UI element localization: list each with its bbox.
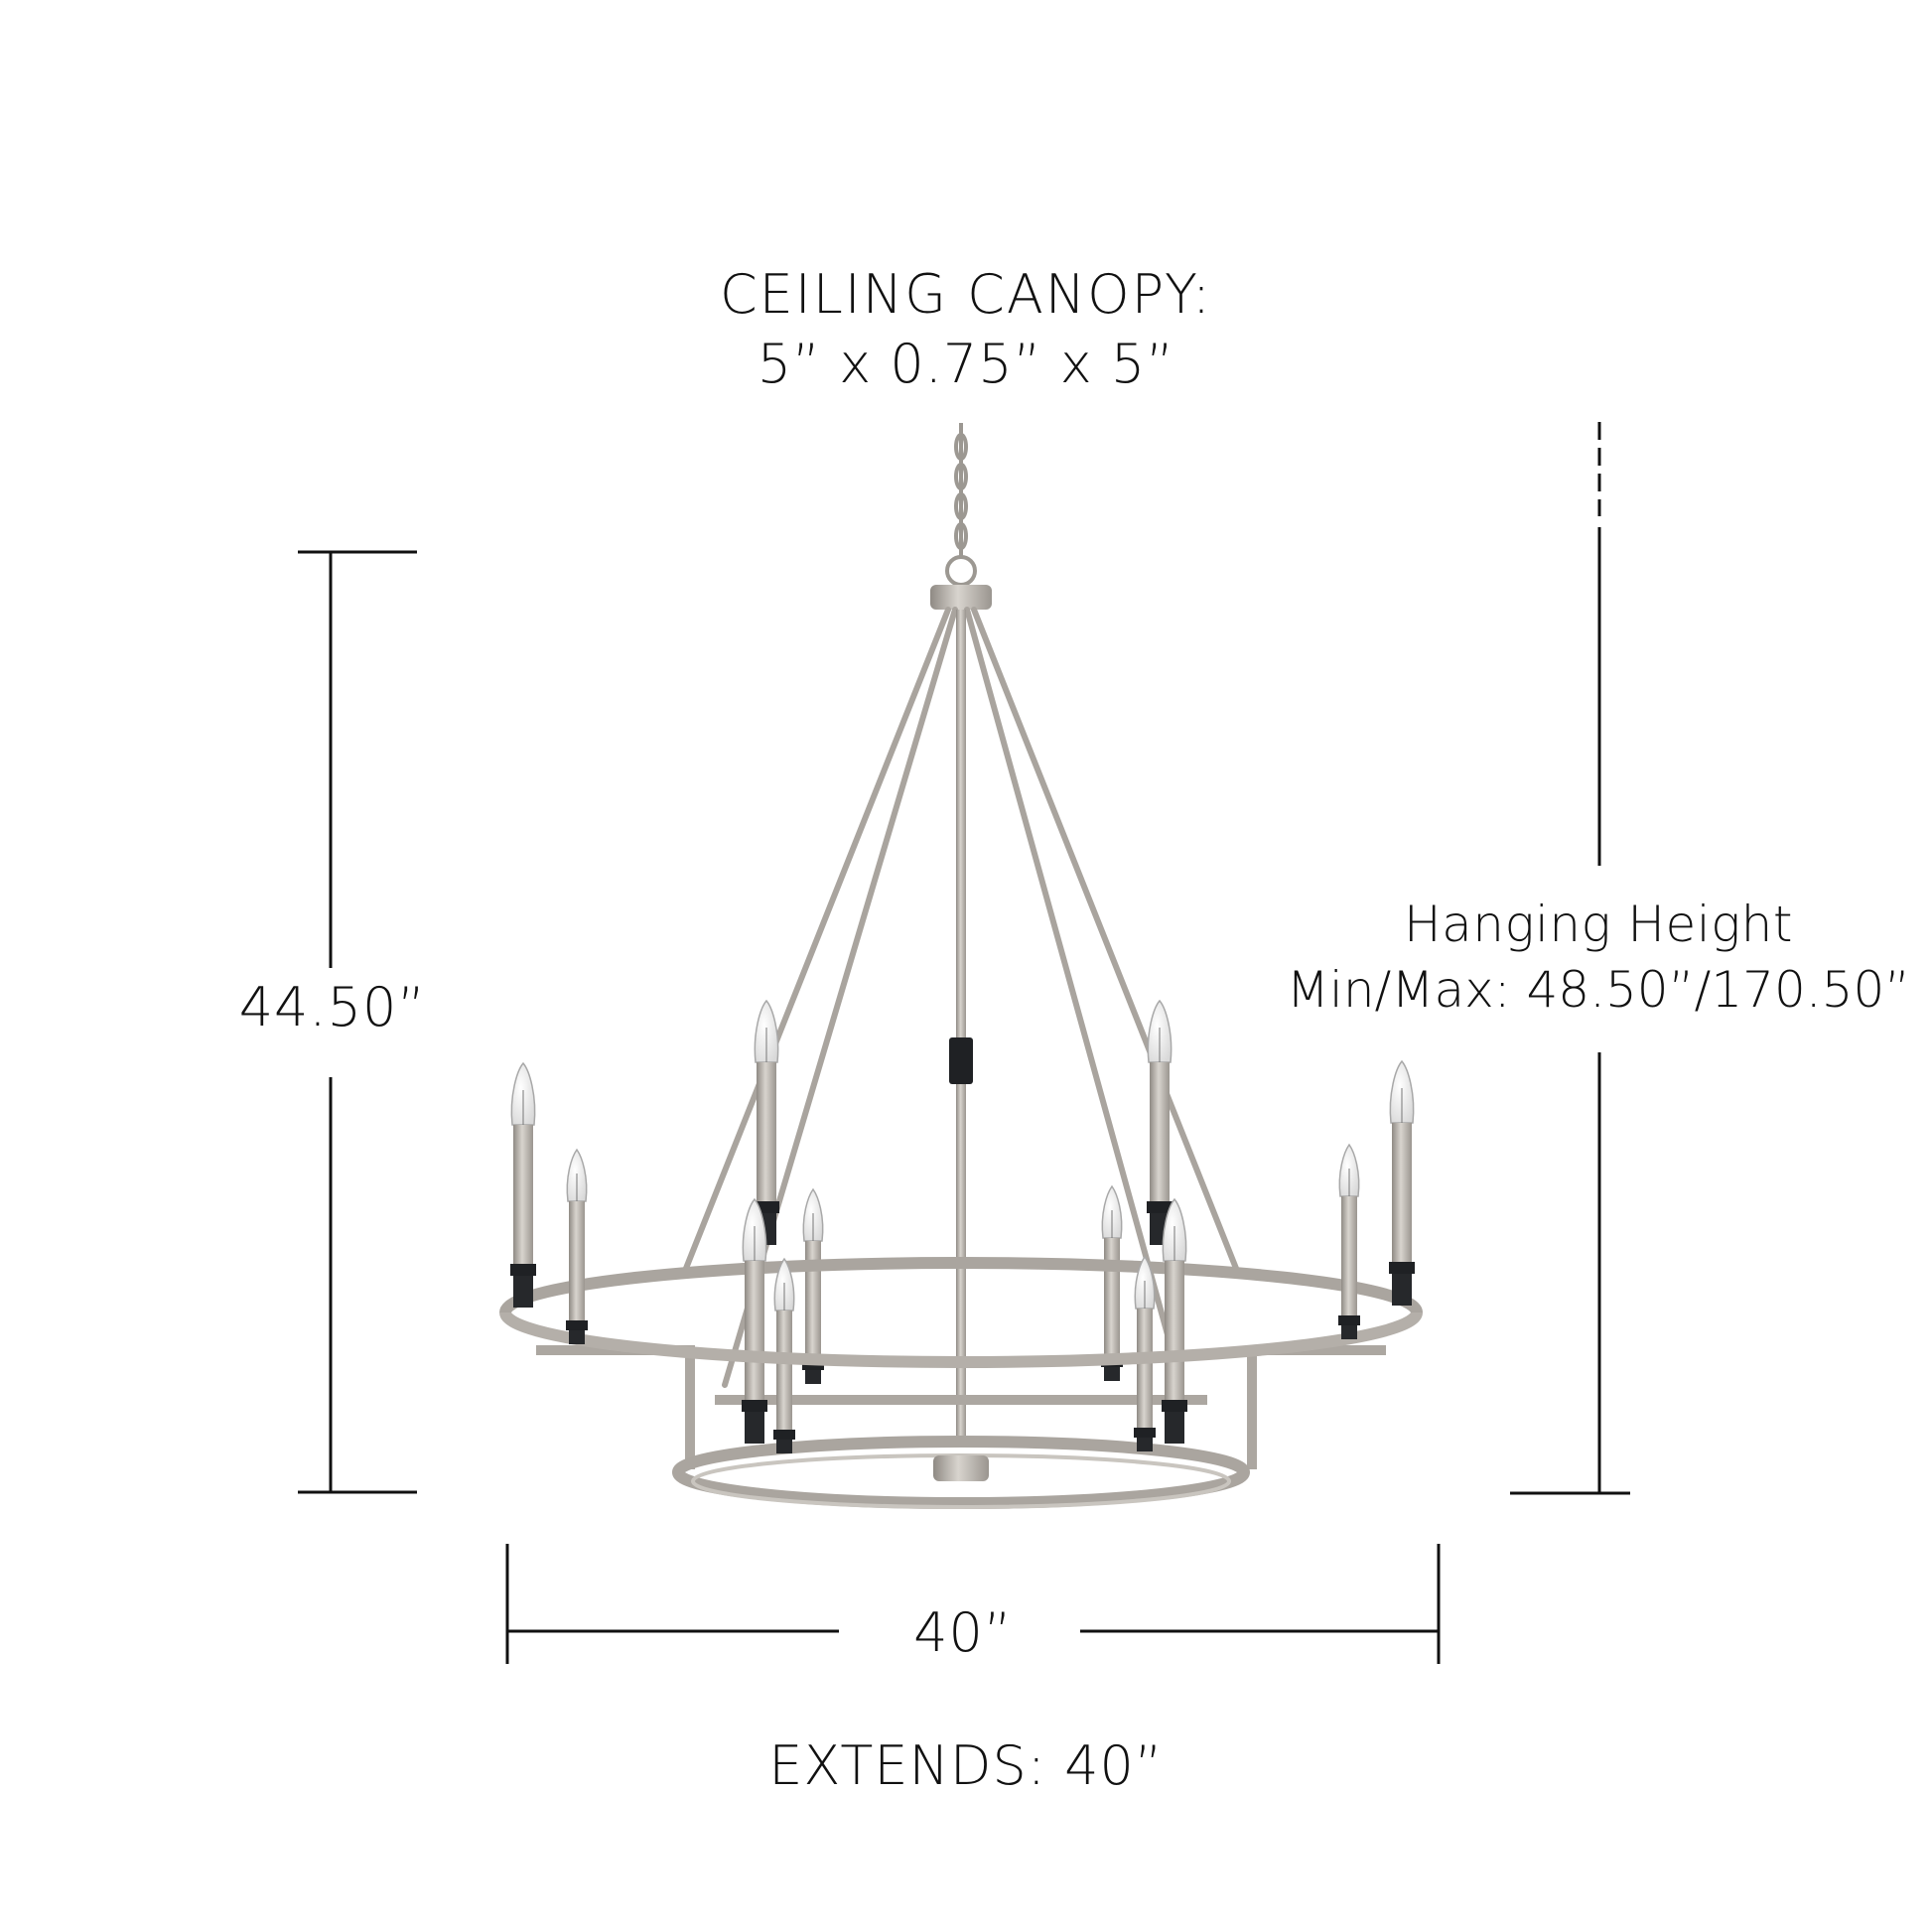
width-value: 40” (913, 1601, 1013, 1664)
hanging-height-value: Min/Max: 48.50”/170.50” (1286, 961, 1911, 1019)
height-value: 44.50” (238, 976, 427, 1038)
width-dimension-line (505, 1544, 1441, 1664)
chandelier-icon (499, 423, 1423, 1509)
height-dimension-line (298, 550, 417, 1494)
canopy-dimensions: 5” x 0.75” x 5” (757, 333, 1175, 395)
canopy-title: CEILING CANOPY: (719, 263, 1213, 326)
extends-label: EXTENDS: 40” (768, 1734, 1164, 1797)
hanging-height-dimension-line (1510, 422, 1630, 1495)
hanging-height-title: Hanging Height (1404, 896, 1793, 953)
